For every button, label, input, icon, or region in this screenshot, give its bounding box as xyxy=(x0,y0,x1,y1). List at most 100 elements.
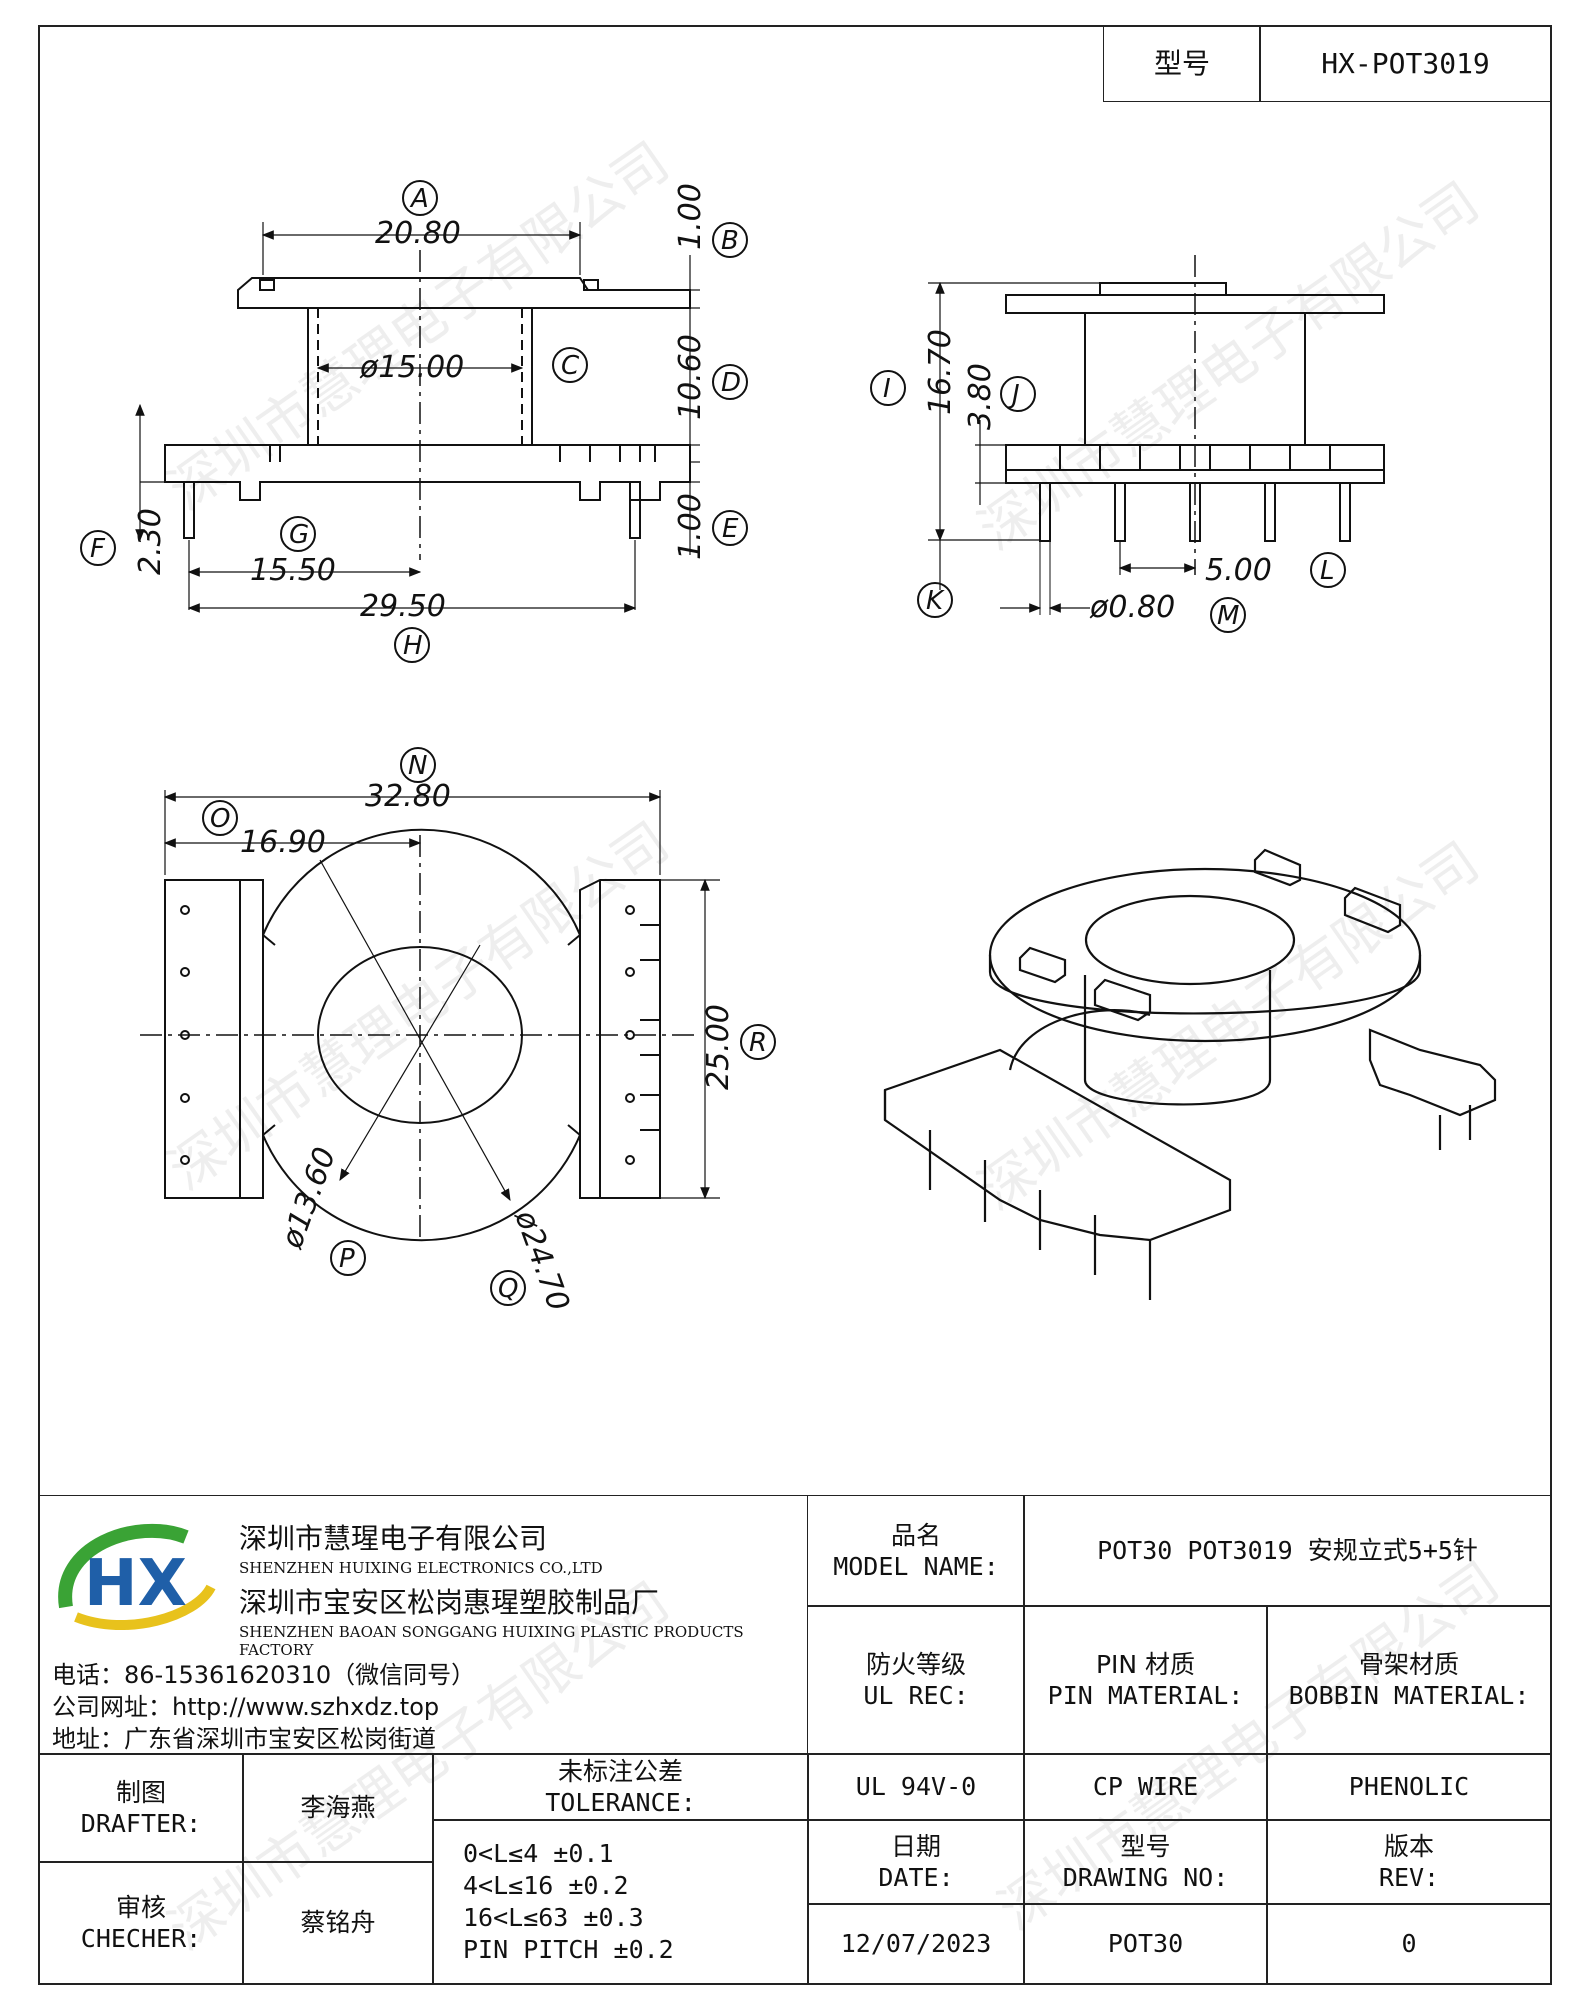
dim-g-value: 15.50 xyxy=(250,553,336,588)
rev-value-cell: 0 xyxy=(1266,1903,1552,1985)
model-cell: HX-POT3019 xyxy=(1259,25,1552,102)
checker-label-cn: 审核 xyxy=(115,1892,166,1922)
checker-label-en: CHECHER: xyxy=(80,1924,202,1953)
drawing-no-label-cn: 型号 xyxy=(1120,1831,1171,1861)
top-view xyxy=(140,790,720,1242)
dim-e-value: 1.00 xyxy=(673,493,708,560)
bobbin-material-value: PHENOLIC xyxy=(1348,1772,1470,1802)
tag-o: O xyxy=(210,804,230,834)
bobbin-material-label-cell: 骨架材质 BOBBIN MATERIAL: xyxy=(1266,1605,1552,1755)
date-label-en: DATE: xyxy=(878,1863,954,1892)
company-address: 地址：广东省深圳市宝安区松岗街道 xyxy=(52,1725,436,1753)
company-info: HX 深圳市慧瑆电子有限公司 SHENZHEN HUIXING ELECTRON… xyxy=(46,1505,806,1755)
dim-r-value: 25.00 xyxy=(701,1004,736,1090)
side-view xyxy=(135,222,700,613)
tolerance-line: 4<L≤16 ±0.2 xyxy=(463,1871,629,1900)
tag-a: A xyxy=(409,184,429,214)
dim-a-value: 20.80 xyxy=(375,216,461,251)
pin-material-value-cell: CP WIRE xyxy=(1023,1753,1268,1821)
tag-p: P xyxy=(339,1244,355,1274)
factory-name-en: SHENZHEN BAOAN SONGGANG HUIXING PLASTIC … xyxy=(239,1623,744,1659)
company-phone: 电话：86-15361620310（微信同号） xyxy=(52,1661,476,1689)
company-name-cn: 深圳市慧瑆电子有限公司 xyxy=(239,1522,548,1555)
tag-d: D xyxy=(721,368,741,398)
dim-n-value: 32.80 xyxy=(365,779,451,814)
drafter-name-cell: 李海燕 xyxy=(242,1753,434,1863)
date-value-cell: 12/07/2023 xyxy=(807,1903,1025,1985)
tag-i: I xyxy=(883,374,891,404)
isometric-view xyxy=(883,848,1497,1300)
tag-b: B xyxy=(721,226,739,256)
tolerance-line: PIN PITCH ±0.2 xyxy=(463,1935,674,1964)
tag-n: N xyxy=(408,751,427,781)
model-name-label-cell: 品名 MODEL NAME: xyxy=(807,1495,1025,1607)
tag-q: Q xyxy=(498,1274,518,1304)
dim-i-value: 16.70 xyxy=(923,329,958,415)
dim-d-value: 10.60 xyxy=(673,334,708,420)
model-name-label-cn: 品名 xyxy=(890,1520,941,1550)
tolerance-line: 16<L≤63 ±0.3 xyxy=(463,1903,644,1932)
rev-value: 0 xyxy=(1401,1929,1417,1959)
bobbin-material-label-cn: 骨架材质 xyxy=(1358,1649,1459,1679)
technical-drawing: 20.80 ø15.00 1.00 10.60 1.00 2.30 15.50 … xyxy=(80,180,1497,1316)
dim-p-value: ø13.60 xyxy=(274,1143,343,1254)
pin-material-label-en: PIN MATERIAL: xyxy=(1047,1681,1244,1710)
ul-value-cell: UL 94V-0 xyxy=(807,1753,1025,1821)
date-label-cell: 日期 DATE: xyxy=(807,1819,1025,1905)
pin-material-label-cn: PIN 材质 xyxy=(1095,1649,1196,1679)
ul-label-cn: 防火等级 xyxy=(865,1649,966,1679)
dim-j-value: 3.80 xyxy=(963,363,998,430)
tag-h: H xyxy=(403,631,423,661)
company-website: 公司网址：http://www.szhxdz.top xyxy=(52,1693,440,1721)
drawing-no-label-cell: 型号 DRAWING NO: xyxy=(1023,1819,1268,1905)
type-label: 型号 xyxy=(1153,47,1210,80)
tag-g: G xyxy=(289,520,309,550)
checker-label-cell: 审核 CHECHER: xyxy=(38,1861,244,1985)
tag-l: L xyxy=(1320,556,1335,586)
date-value: 12/07/2023 xyxy=(840,1929,992,1959)
dim-b-value: 1.00 xyxy=(673,183,708,250)
drafter-label-cn: 制图 xyxy=(115,1777,166,1807)
tolerance-line: 0<L≤4 ±0.1 xyxy=(463,1839,614,1868)
tag-e: E xyxy=(722,514,739,544)
checker-name-cell: 蔡铭舟 xyxy=(242,1861,434,1985)
model-name-label-en: MODEL NAME: xyxy=(833,1552,999,1581)
factory-name-cn: 深圳市宝安区松岗惠瑆塑胶制品厂 xyxy=(239,1586,660,1619)
tag-k: K xyxy=(926,586,945,616)
ul-label-en: UL REC: xyxy=(863,1681,969,1710)
company-name-en: SHENZHEN HUIXING ELECTRONICS CO.,LTD xyxy=(239,1559,603,1577)
drafter-label-cell: 制图 DRAFTER: xyxy=(38,1753,244,1863)
company-area xyxy=(38,1495,809,1755)
type-label-cell: 型号 xyxy=(1103,25,1261,102)
dim-f-value: 2.30 xyxy=(133,508,168,575)
tag-j: J xyxy=(1007,380,1020,410)
date-label-cn: 日期 xyxy=(890,1831,941,1861)
dim-o-value: 16.90 xyxy=(240,825,326,860)
bobbin-material-label-en: BOBBIN MATERIAL: xyxy=(1288,1681,1530,1710)
tag-f: F xyxy=(90,534,106,564)
rev-label-cn: 版本 xyxy=(1383,1831,1434,1861)
tolerance-label-cell: 未标注公差 TOLERANCE: xyxy=(432,1753,809,1821)
pin-material-value: CP WIRE xyxy=(1092,1772,1199,1802)
dim-c-value: ø15.00 xyxy=(359,350,464,385)
dim-m-value: ø0.80 xyxy=(1089,590,1175,625)
logo-text: HX xyxy=(84,1547,187,1621)
model-name-value-cell: POT30 POT3019 安规立式5+5针 xyxy=(1023,1495,1552,1607)
tag-c: C xyxy=(561,351,580,381)
dim-l-value: 5.00 xyxy=(1205,553,1272,588)
drawing-no-value: POT30 xyxy=(1107,1929,1184,1959)
ul-value: UL 94V-0 xyxy=(855,1772,977,1802)
tag-m: M xyxy=(1217,601,1239,631)
drafter-label-en: DRAFTER: xyxy=(80,1809,202,1838)
checker-name: 蔡铭舟 xyxy=(300,1908,376,1938)
drawing-no-value-cell: POT30 xyxy=(1023,1903,1268,1985)
front-view xyxy=(928,255,1385,615)
pin-material-label-cell: PIN 材质 PIN MATERIAL: xyxy=(1023,1605,1268,1755)
company-logo: HX xyxy=(58,1523,216,1630)
drafter-name: 李海燕 xyxy=(300,1793,376,1823)
model-number: HX-POT3019 xyxy=(1321,47,1490,80)
ul-label-cell: 防火等级 UL REC: xyxy=(807,1605,1025,1755)
bobbin-material-value-cell: PHENOLIC xyxy=(1266,1753,1552,1821)
drawing-no-label-en: DRAWING NO: xyxy=(1062,1863,1229,1892)
rev-label-en: REV: xyxy=(1378,1863,1440,1892)
